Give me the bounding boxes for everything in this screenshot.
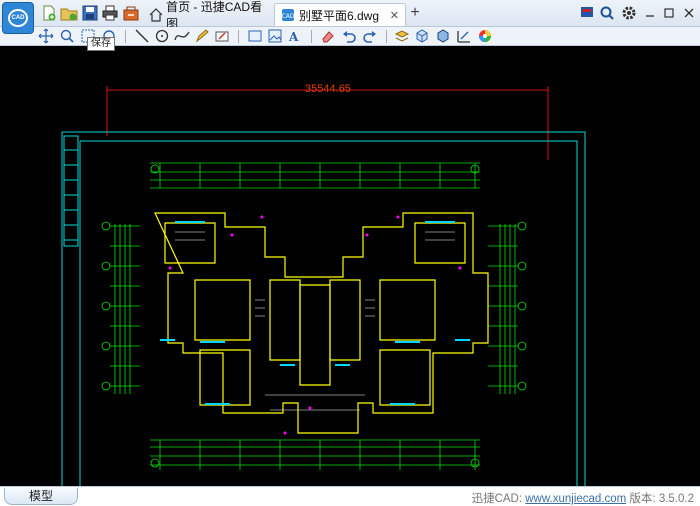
status-bar: 模型 迅捷CAD: www.xunjiecad.com 版本: 3.5.0.2 xyxy=(0,486,700,506)
settings-button[interactable] xyxy=(620,4,638,22)
pin-icon xyxy=(581,7,593,17)
magnifier-button[interactable] xyxy=(598,4,616,22)
text-tool-button[interactable]: A xyxy=(287,28,303,44)
3d-view-button[interactable] xyxy=(414,28,430,44)
batch-button[interactable] xyxy=(122,4,140,22)
color-wheel-icon xyxy=(479,30,491,42)
annotations xyxy=(168,215,462,435)
minimize-icon xyxy=(646,15,654,17)
measure-icon xyxy=(457,31,470,43)
print-button[interactable] xyxy=(101,4,119,22)
drawing-frame xyxy=(61,131,586,486)
print-icon xyxy=(102,5,118,21)
undo-button[interactable] xyxy=(341,28,357,44)
close-window-button[interactable] xyxy=(680,4,698,22)
markup-tool-button[interactable] xyxy=(214,28,230,44)
new-file-button[interactable] xyxy=(40,4,58,22)
maximize-icon xyxy=(664,8,674,18)
pan-button[interactable] xyxy=(38,28,54,44)
axis-bubbles xyxy=(101,164,527,468)
line-icon xyxy=(135,29,149,43)
toolbar-separator xyxy=(238,30,239,43)
dimension-text: 35544.65 xyxy=(305,83,351,95)
close-icon xyxy=(684,8,694,18)
version-label: 版本: 3.5.0.2 xyxy=(626,493,694,505)
tab-file-label: 别墅平面6.dwg xyxy=(299,8,380,23)
open-icon xyxy=(60,8,78,21)
save-icon xyxy=(82,5,98,21)
undo-icon xyxy=(343,31,356,43)
circle-icon xyxy=(155,29,169,43)
block-button[interactable] xyxy=(435,28,451,44)
settings-icon xyxy=(622,6,636,20)
windows xyxy=(160,221,470,405)
cad-file-icon: CAD xyxy=(282,9,295,21)
pin-button[interactable] xyxy=(578,4,596,22)
cube-icon xyxy=(416,29,428,43)
cad-drawing[interactable]: 35544.65 xyxy=(0,46,700,486)
axis-grid xyxy=(110,162,518,470)
model-tab[interactable]: 模型 xyxy=(4,488,78,505)
block-icon xyxy=(437,29,449,43)
brand-label: 迅捷CAD: xyxy=(471,493,526,505)
zoom-icon xyxy=(600,6,614,20)
app-logo[interactable]: CAD xyxy=(2,2,34,34)
app-logo-text: CAD xyxy=(8,9,28,27)
markup-icon xyxy=(215,31,229,42)
toolbar-separator xyxy=(386,30,387,43)
drawing-canvas[interactable]: 35544.65 xyxy=(0,46,700,486)
toolbar-separator xyxy=(125,30,126,43)
minimize-button[interactable] xyxy=(641,4,659,22)
title-bar: CAD 首页 - 迅捷CAD看图 CAD 别墅平面6.dwg ✕ + xyxy=(0,0,700,34)
dimension-line xyxy=(106,86,549,160)
toolbar-separator xyxy=(311,30,312,43)
layer-button[interactable] xyxy=(394,28,410,44)
add-tab-button[interactable]: + xyxy=(410,4,420,21)
new-icon xyxy=(43,5,56,21)
erase-tool-button[interactable] xyxy=(320,28,336,44)
tab-file[interactable]: CAD 别墅平面6.dwg ✕ xyxy=(274,3,406,26)
maximize-button[interactable] xyxy=(660,4,678,22)
floor-plan-walls xyxy=(154,212,489,434)
home-icon xyxy=(149,7,163,22)
redo-icon xyxy=(363,31,376,43)
tab-close-icon[interactable]: ✕ xyxy=(389,9,399,22)
layers-icon xyxy=(394,30,410,42)
redo-button[interactable] xyxy=(362,28,378,44)
sketch-tool-button[interactable] xyxy=(194,28,210,44)
version-info: 迅捷CAD: www.xunjiecad.com 版本: 3.5.0.2 xyxy=(472,490,694,506)
measure-button[interactable] xyxy=(456,28,472,44)
rectangle-tool-button[interactable] xyxy=(247,28,263,44)
color-button[interactable] xyxy=(477,28,493,44)
batch-icon xyxy=(123,6,139,21)
open-file-button[interactable] xyxy=(60,4,78,22)
zoom-in-icon xyxy=(60,29,74,43)
image-icon xyxy=(268,29,282,43)
eraser-icon xyxy=(322,31,334,43)
toolbar: A xyxy=(0,27,700,46)
zoom-window-button[interactable] xyxy=(59,28,75,44)
curve-tool-button[interactable] xyxy=(174,28,190,44)
save-button[interactable] xyxy=(81,4,99,22)
curve-icon xyxy=(174,31,190,41)
save-tooltip: 保存 xyxy=(87,37,115,51)
floor-plan-details xyxy=(175,231,455,411)
svg-text:A: A xyxy=(288,30,299,44)
circle-tool-button[interactable] xyxy=(154,28,170,44)
rectangle-icon xyxy=(248,30,262,42)
svg-text:CAD: CAD xyxy=(282,13,295,20)
image-tool-button[interactable] xyxy=(267,28,283,44)
pan-icon xyxy=(38,28,54,44)
tab-home[interactable]: 首页 - 迅捷CAD看图 xyxy=(143,0,273,31)
pencil-icon xyxy=(195,29,209,43)
text-icon: A xyxy=(288,30,299,44)
website-link[interactable]: www.xunjiecad.com xyxy=(525,493,627,505)
line-tool-button[interactable] xyxy=(134,28,150,44)
